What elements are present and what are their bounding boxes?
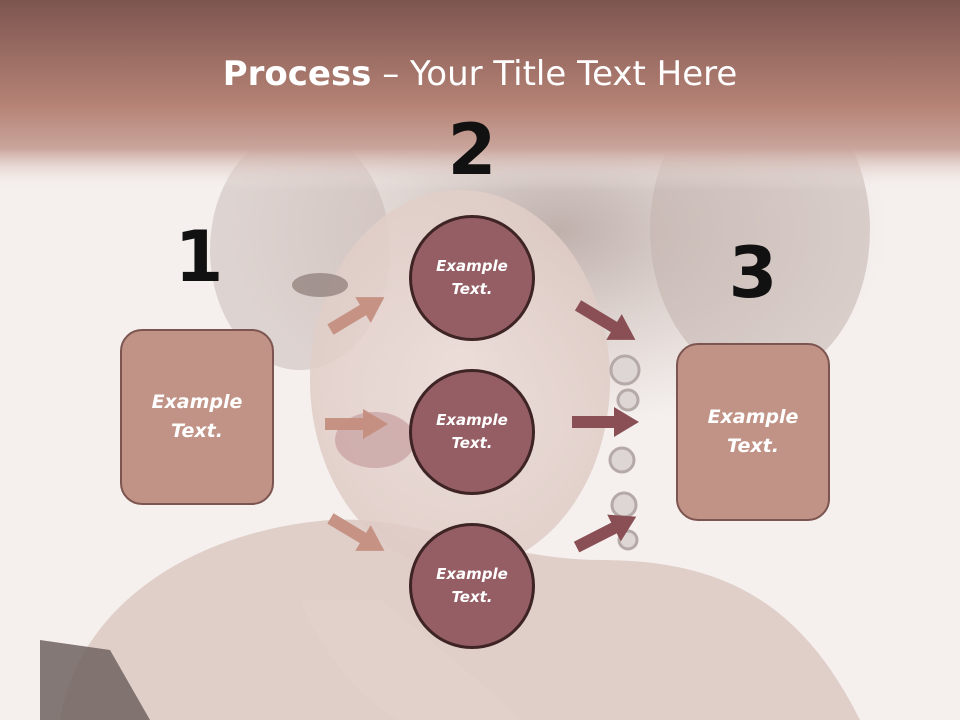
circle-middle-text: Example Text. [436, 411, 508, 452]
arrow-left-up [327, 297, 385, 335]
circle-middle: Example Text. [409, 369, 535, 495]
title-rest: – Your Title Text Here [371, 54, 738, 94]
arrow-left-middle [325, 409, 388, 439]
circle-bottom-text: Example Text. [436, 565, 508, 606]
right-box-text: Example Text. [707, 406, 799, 457]
arrow-right-up [574, 300, 636, 340]
arrow-right-down [573, 514, 637, 553]
circle-bottom: Example Text. [409, 523, 535, 649]
step-number-1: 1 [174, 216, 224, 298]
right-box: Example Text. [676, 343, 830, 521]
left-box-text: Example Text. [151, 391, 243, 442]
arrow-right-middle [572, 407, 639, 437]
step-number-3: 3 [728, 232, 778, 314]
step-number-2: 2 [447, 109, 497, 191]
arrow-left-down [327, 513, 385, 551]
circle-top-text: Example Text. [436, 257, 508, 298]
left-box: Example Text. [120, 329, 274, 505]
slide-title: Process – Your Title Text Here [0, 52, 960, 96]
title-bold: Process [222, 54, 372, 94]
circle-top: Example Text. [409, 215, 535, 341]
